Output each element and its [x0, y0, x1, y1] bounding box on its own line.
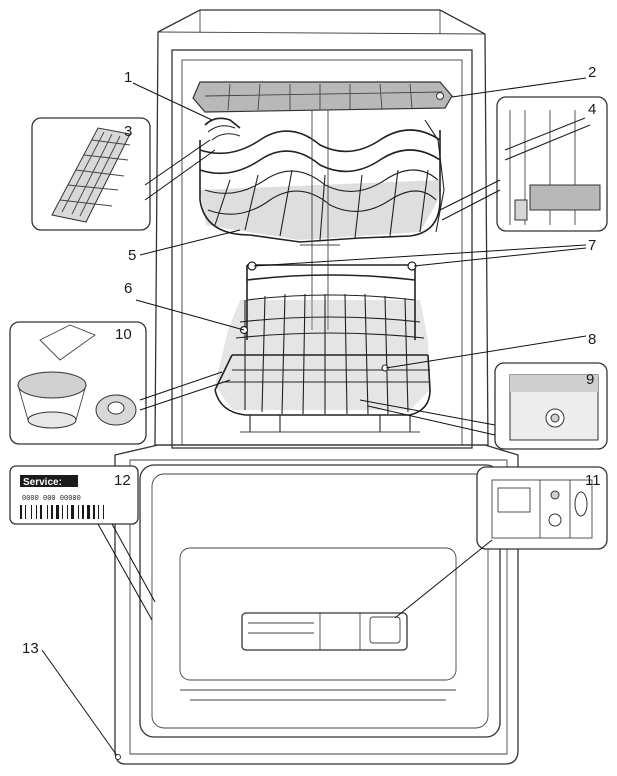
callout-number-8: 8: [588, 331, 596, 348]
callout-number-11: 11: [585, 472, 601, 489]
barcode-bar: [25, 505, 26, 519]
barcode-bar: [36, 505, 37, 519]
callout-number-3: 3: [124, 123, 132, 140]
barcode-bar: [103, 505, 104, 519]
cutlery-tray: [192, 81, 453, 113]
barcode-bar: [62, 505, 63, 519]
barcode-bar: [40, 505, 42, 519]
barcode-bar: [20, 505, 22, 519]
callout-number-1: 1: [124, 69, 132, 86]
callout-number-5: 5: [128, 247, 136, 264]
barcode-bar: [82, 505, 84, 519]
barcode-bar: [71, 505, 74, 519]
barcode-bar: [31, 505, 32, 519]
leader-lines: [41, 77, 587, 760]
barcode-bar: [93, 505, 95, 519]
callout-service-label: [9, 465, 139, 525]
callout-number-13: 13: [22, 640, 39, 657]
upper-spray-tube: [300, 110, 340, 330]
barcode-bar: [47, 505, 48, 519]
callout-number-9: 9: [586, 371, 594, 388]
dishwasher-door: [114, 444, 519, 765]
callout-salt-container: [494, 362, 608, 450]
barcode-bar: [56, 505, 59, 519]
barcode-bar: [51, 505, 53, 519]
callout-number-12: 12: [114, 472, 131, 489]
barcode-bar: [78, 505, 79, 519]
service-label-text: Service: 0000 000 00000: [22, 477, 81, 503]
callout-number-2: 2: [588, 64, 596, 81]
service-code: 0000 000 00000: [22, 495, 81, 503]
upper-basket: [199, 117, 445, 243]
barcode: [20, 505, 104, 519]
callout-filter: [9, 321, 147, 445]
callout-dispenser-detail: [476, 466, 608, 550]
callout-number-4: 4: [588, 101, 596, 118]
callout-number-10: 10: [115, 326, 132, 343]
callout-number-7: 7: [588, 237, 596, 254]
callout-cup-shelf: [31, 117, 151, 231]
service-title: Service:: [23, 477, 62, 488]
callout-number-6: 6: [124, 280, 132, 297]
callout-rack-adjuster: [496, 96, 608, 232]
barcode-bar: [98, 505, 99, 519]
barcode-bar: [87, 505, 90, 519]
detergent-dispenser: [241, 612, 408, 651]
barcode-bar: [67, 505, 68, 519]
callout-numbers: 1 2 3 4 5 6 7 8 9 10 11 12 13: [22, 64, 601, 657]
